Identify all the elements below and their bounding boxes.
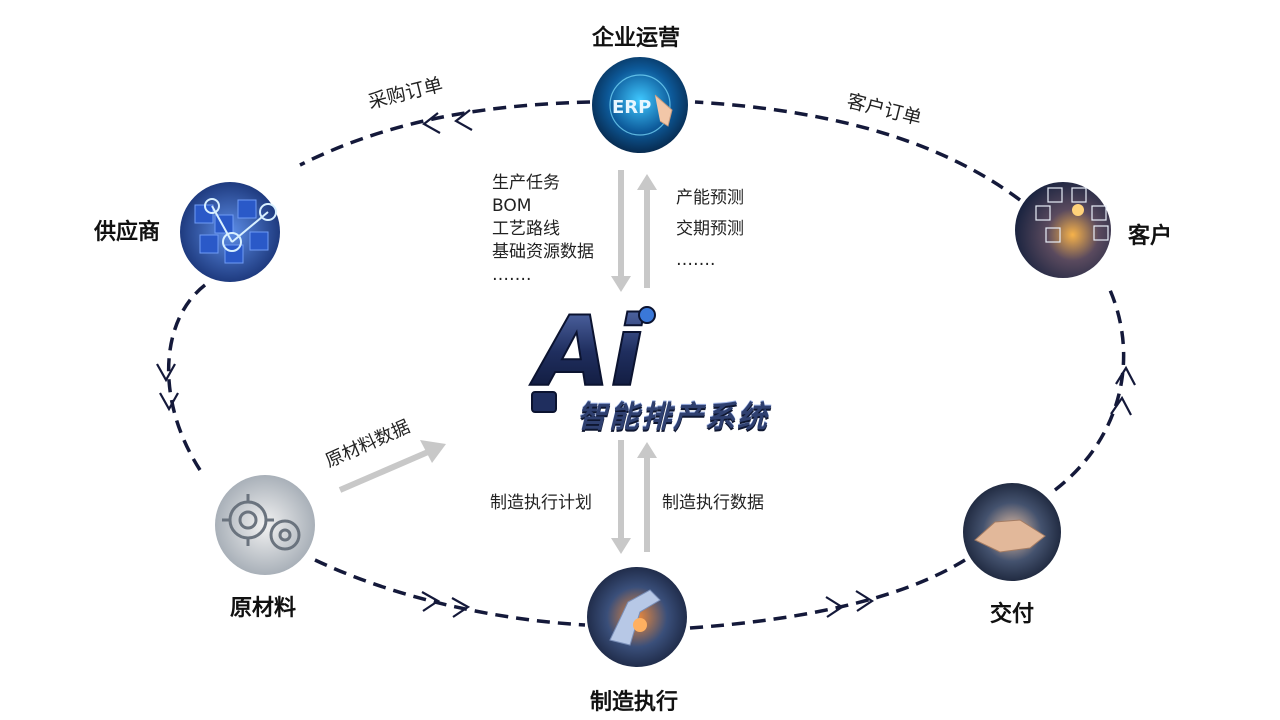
network-node-icons — [204, 198, 277, 252]
arrow-down-bottom-head — [611, 538, 631, 554]
label-raw-material: 原材料 — [230, 596, 297, 621]
arrow-supplier-down-2 — [159, 392, 179, 412]
arrow-up-bottom-shaft — [644, 456, 650, 552]
loop-segment-manufacturing-delivery — [689, 558, 966, 630]
loop-segment-enterprise-supplier — [299, 100, 591, 167]
down-flow-item: 生产任务 — [492, 173, 560, 193]
up-flow-item: 交期预测 — [676, 219, 744, 239]
loop-direction-arrows — [156, 109, 1136, 618]
arrow-purchase-1 — [422, 112, 441, 134]
arrow-up-bottom-head — [637, 442, 657, 458]
arrow-down-top-head — [611, 276, 631, 292]
label-supplier: 供应商 — [94, 220, 161, 245]
robot-arm-icon — [609, 589, 661, 646]
arrow-material-1 — [421, 591, 441, 612]
down-flow-bottom-label: 制造执行计划 — [490, 493, 592, 513]
loop-segment-supplier-material — [166, 283, 207, 471]
arrow-purchase-2 — [454, 109, 473, 131]
arrow-down-bottom-shaft — [618, 440, 624, 540]
up-flow-top-list: 产能预测 交期预测 ……. — [676, 183, 744, 276]
down-flow-item: 工艺路线 — [492, 219, 560, 239]
gear-icon — [222, 494, 301, 551]
arrow-down-top-shaft — [618, 170, 624, 278]
ai-system-title: 智能排产系统 — [577, 400, 769, 435]
node-delivery — [963, 483, 1061, 581]
arrow-material-2 — [451, 597, 471, 618]
up-flow-bottom-label: 制造执行数据 — [662, 493, 764, 513]
arrow-delivery-1 — [825, 596, 845, 618]
info-flow-arrows — [338, 170, 657, 554]
label-manufacturing: 制造执行 — [590, 690, 679, 715]
loop-segment-customer-enterprise — [694, 100, 1022, 202]
down-flow-top-list: 生产任务 BOM 工艺路线 基础资源数据 ……. — [492, 172, 594, 287]
arrow-customer-1 — [1110, 395, 1132, 416]
erp-badge-text: ERP — [612, 97, 651, 118]
label-delivery: 交付 — [990, 602, 1035, 627]
arrow-supplier-down-1 — [156, 363, 176, 383]
arrow-up-top-head — [637, 174, 657, 190]
label-enterprise-operations: 企业运营 — [592, 26, 681, 51]
ai-logo-dot — [531, 391, 557, 413]
hand-pointer-icon — [654, 94, 673, 127]
arrow-material-data-head — [420, 440, 446, 463]
ai-logo-text: Ai — [529, 296, 644, 408]
node-supplier — [180, 182, 280, 282]
arrow-material-data-shaft — [338, 449, 430, 493]
arrow-delivery-2 — [855, 590, 875, 612]
arrow-customer-2 — [1115, 365, 1136, 386]
loop-segment-material-manufacturing — [314, 558, 586, 627]
lock-icon — [638, 306, 656, 324]
loop-segment-delivery-customer — [1053, 289, 1126, 492]
node-manufacturing — [587, 567, 687, 667]
down-flow-item: ……. — [492, 265, 532, 285]
touch-glow-icon — [1072, 204, 1084, 216]
label-customer: 客户 — [1128, 224, 1173, 249]
process-loop — [166, 100, 1126, 630]
node-customer — [1015, 182, 1111, 278]
node-erp: ERP — [592, 57, 688, 153]
up-flow-item: 产能预测 — [676, 188, 744, 208]
arrow-up-top-shaft — [644, 188, 650, 288]
up-flow-item: ……. — [676, 250, 716, 270]
handshake-icon — [974, 519, 1046, 553]
down-flow-item: BOM — [492, 196, 532, 216]
ai-logo: Ai — [528, 295, 656, 413]
node-raw-material — [215, 475, 315, 575]
down-flow-item: 基础资源数据 — [492, 242, 594, 262]
